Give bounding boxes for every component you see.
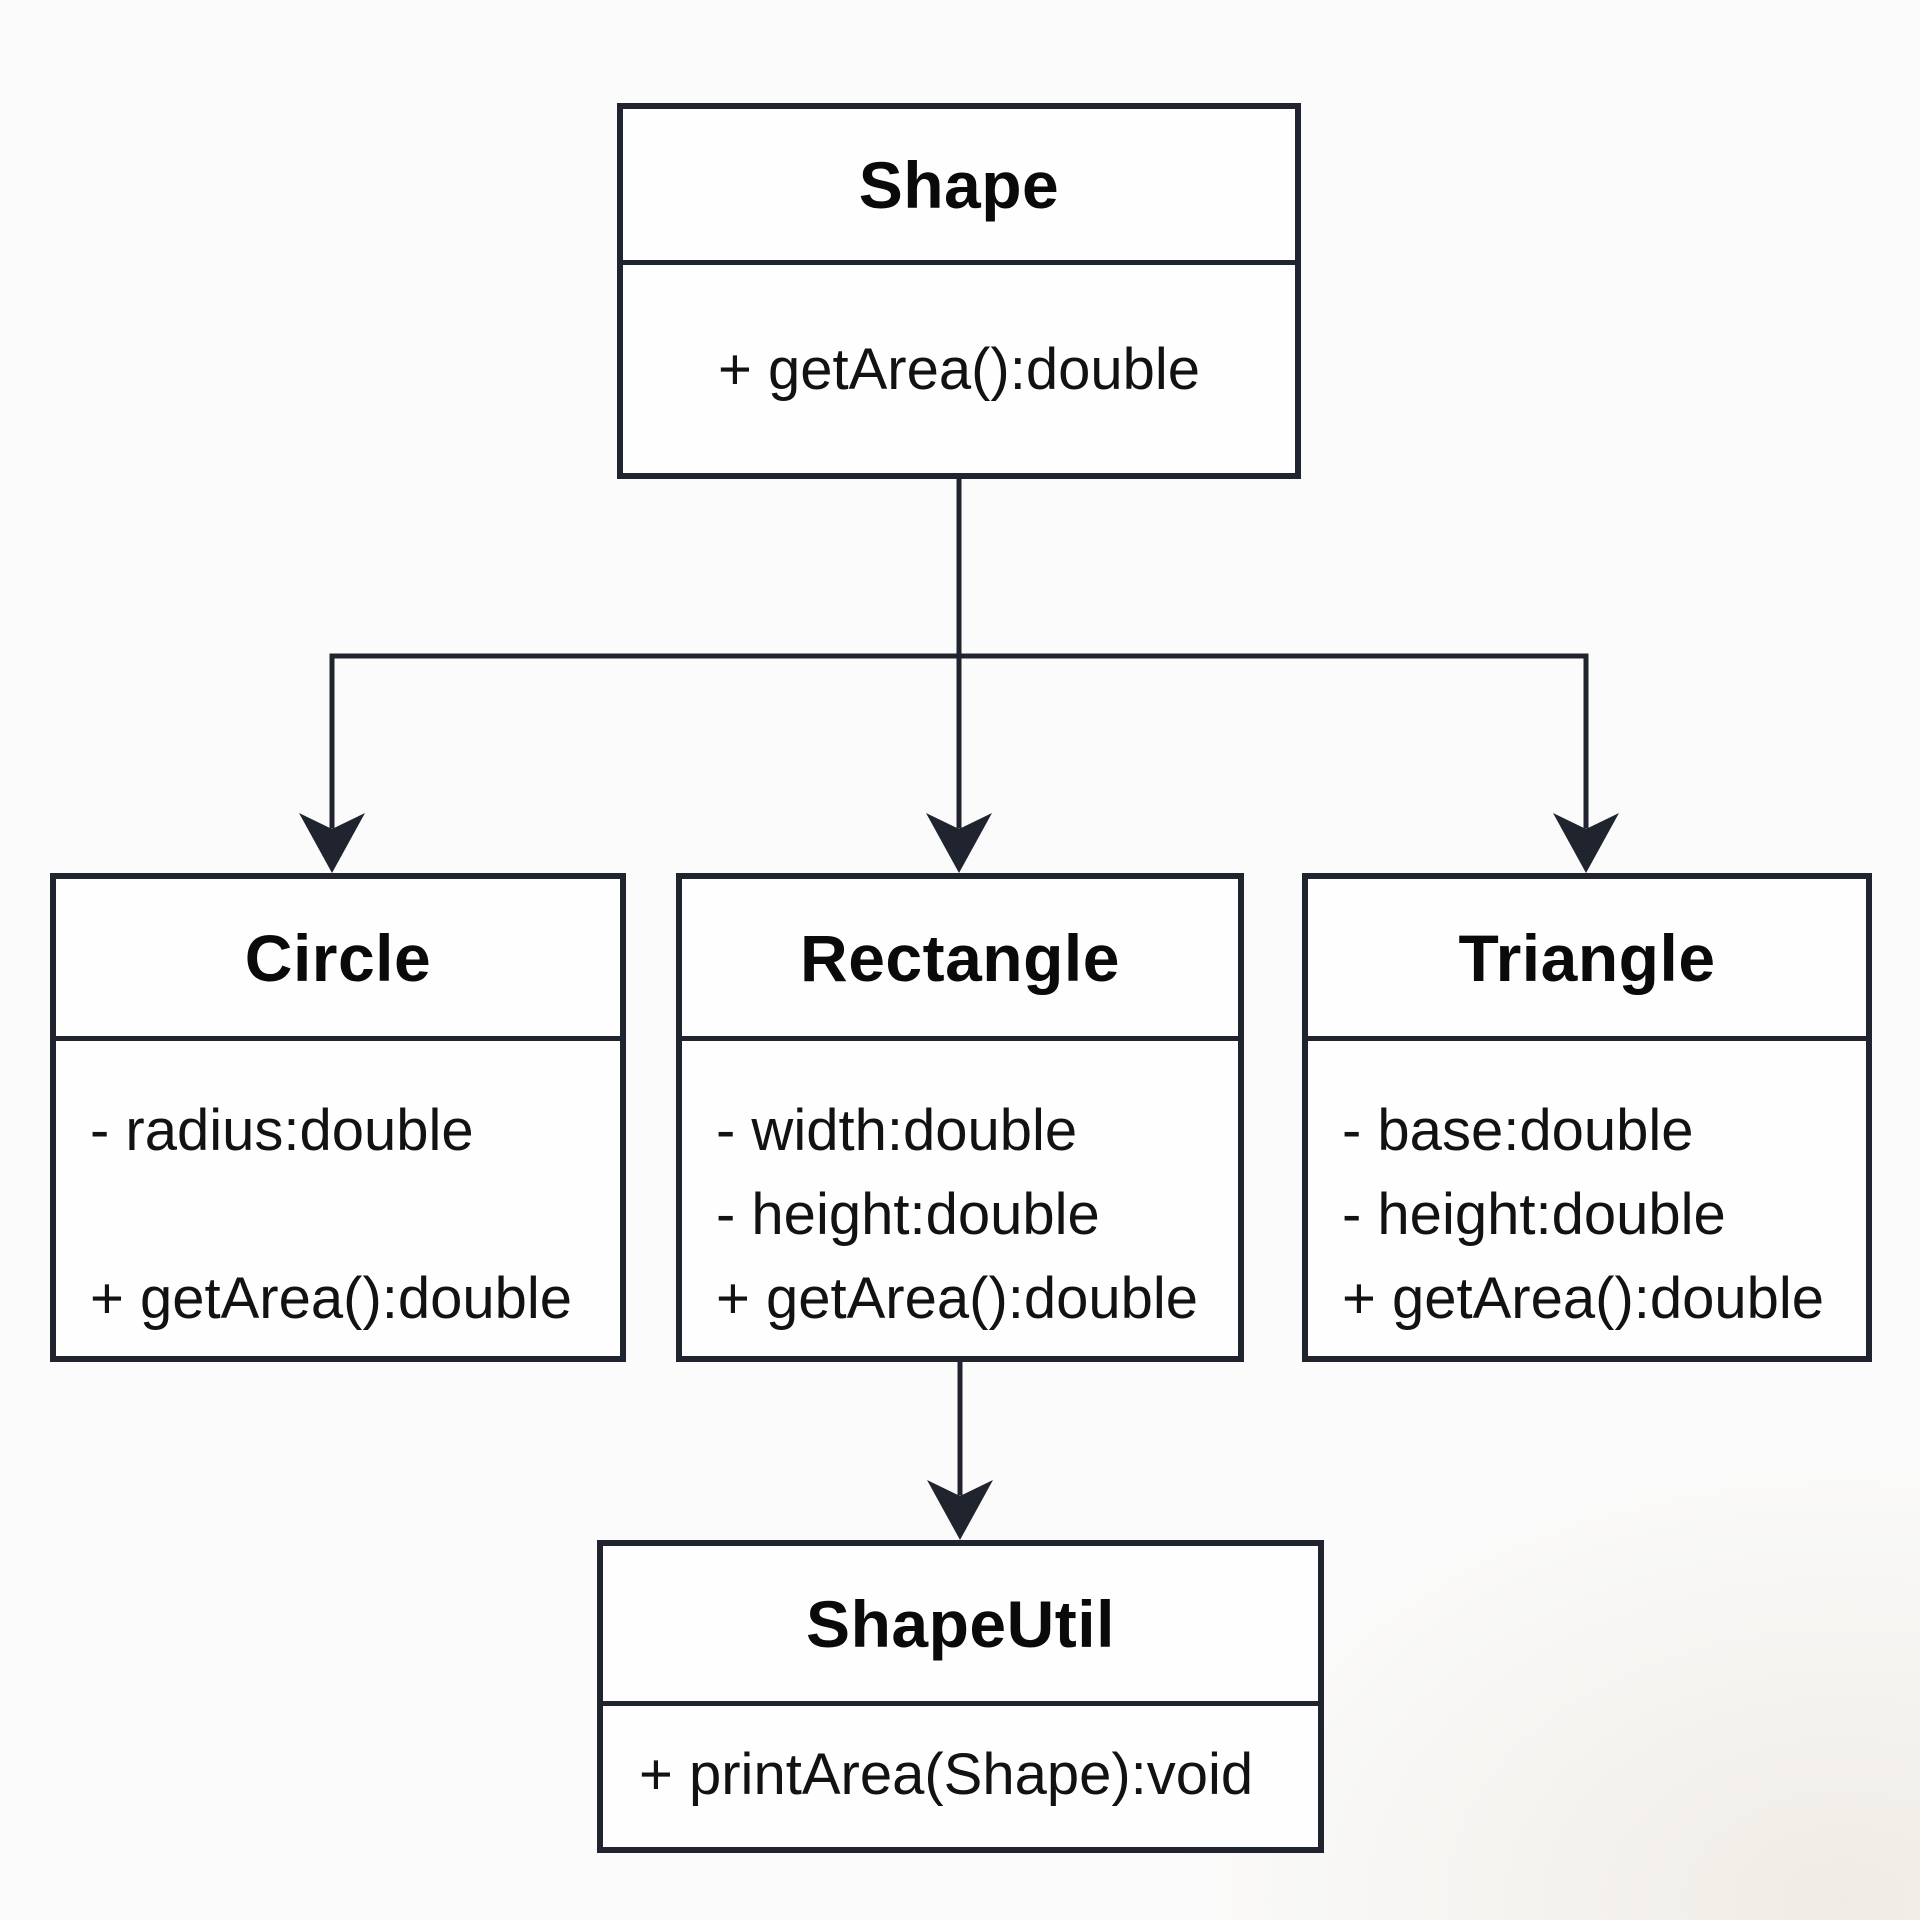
member-triangle-getarea: + getArea():double: [1342, 1266, 1825, 1331]
arrowhead-to-triangle: [1553, 813, 1619, 873]
class-title-circle: Circle: [56, 879, 620, 1041]
class-title-rectangle: Rectangle: [682, 879, 1238, 1041]
member-rectangle-getarea: + getArea():double: [716, 1266, 1199, 1331]
class-box-rectangle: Rectangle - width:double - height:double…: [676, 873, 1244, 1362]
class-box-shape: Shape + getArea():double: [617, 103, 1301, 479]
arrowhead-to-circle: [299, 813, 365, 873]
class-title-shape: Shape: [623, 109, 1295, 265]
arrowhead-to-shapeutil: [927, 1480, 993, 1540]
member-shapeutil-printarea: + printArea(Shape):void: [639, 1742, 1254, 1807]
member-circle-radius: - radius:double: [90, 1098, 474, 1163]
member-rectangle-height: - height:double: [716, 1182, 1100, 1247]
member-triangle-height: - height:double: [1342, 1182, 1726, 1247]
member-circle-spacer: [90, 1173, 620, 1257]
class-box-triangle: Triangle - base:double - height:double +…: [1302, 873, 1872, 1362]
member-rectangle-width: - width:double: [716, 1098, 1078, 1163]
member-triangle-base: - base:double: [1342, 1098, 1694, 1163]
member-shape-getarea: + getArea():double: [717, 337, 1201, 402]
class-title-triangle: Triangle: [1308, 879, 1866, 1041]
class-box-circle: Circle - radius:double + getArea():doubl…: [50, 873, 626, 1362]
class-title-shapeutil: ShapeUtil: [603, 1546, 1318, 1706]
class-box-shapeutil: ShapeUtil + printArea(Shape):void: [597, 1540, 1324, 1853]
member-circle-getarea: + getArea():double: [90, 1266, 573, 1331]
arrowhead-to-rectangle: [926, 813, 992, 873]
